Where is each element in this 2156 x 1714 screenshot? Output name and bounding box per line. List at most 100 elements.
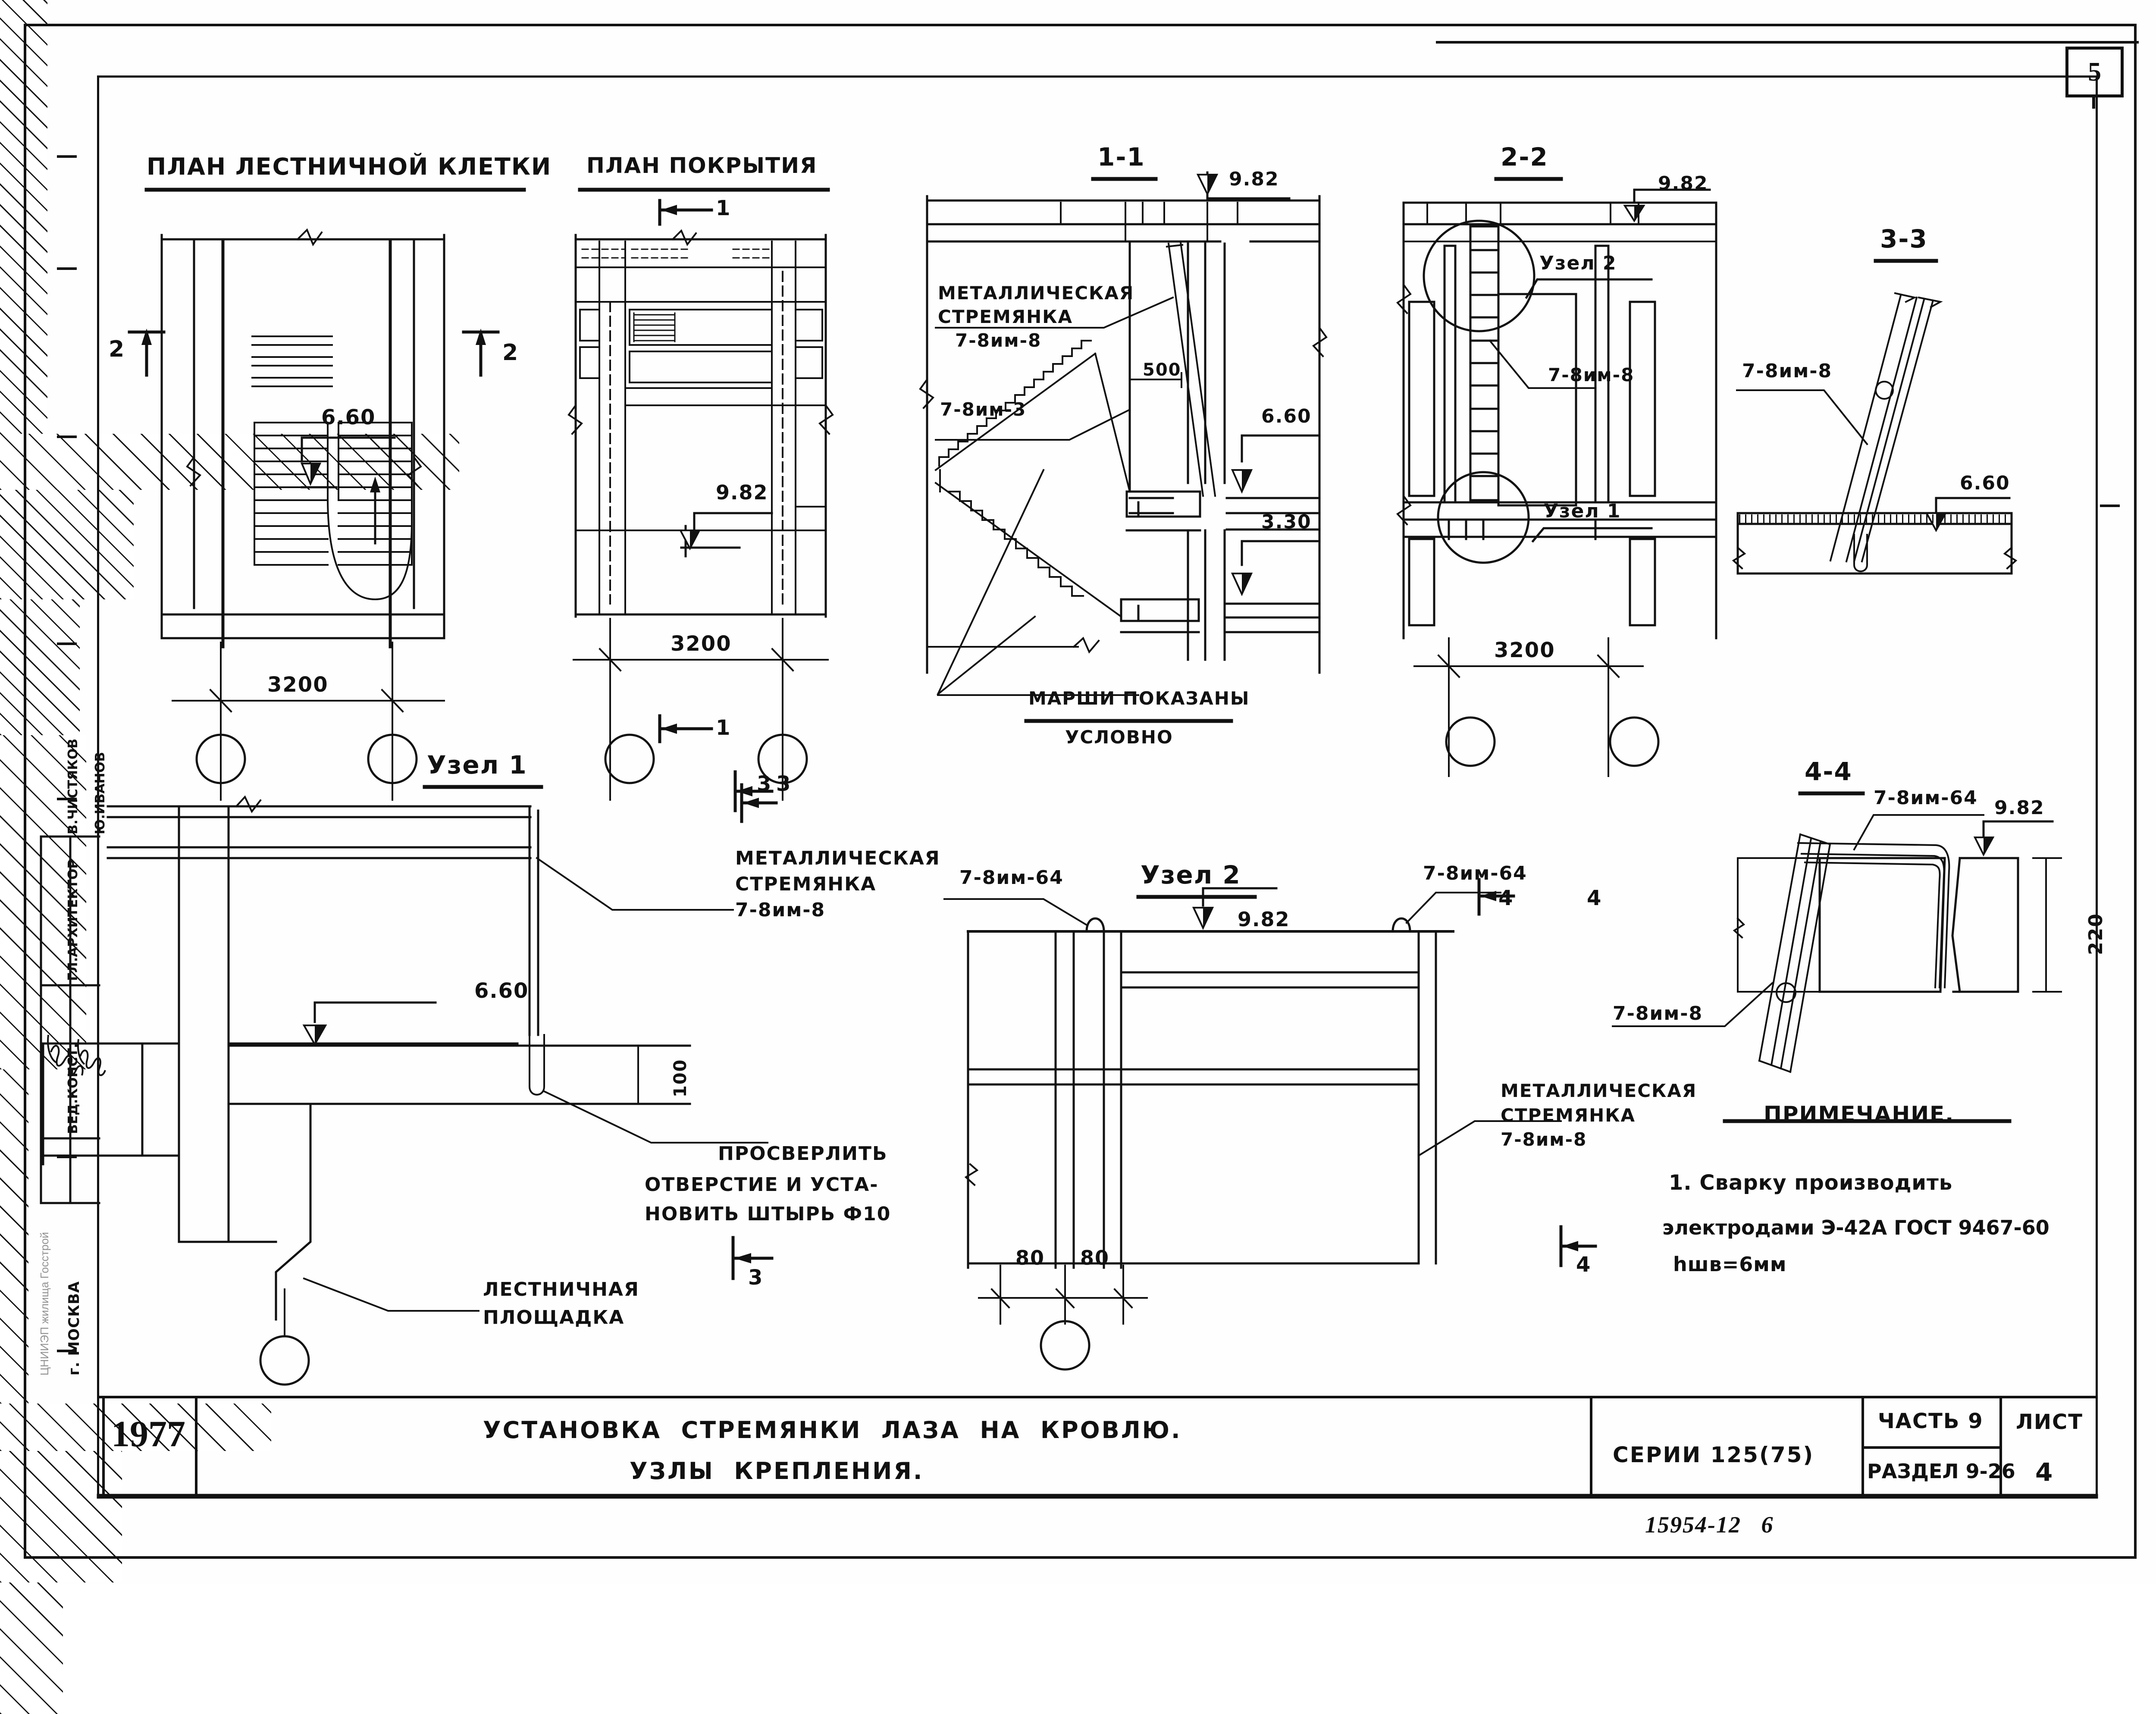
page-tick <box>2092 97 2095 109</box>
label-mark-78im8-n2: 7-8им-8 <box>1501 1129 1587 1150</box>
section-mark-3-roof: 3 <box>776 772 792 796</box>
label-drill-line1: ПРОСВЕРЛИТЬ <box>718 1143 888 1165</box>
elevation-660-n1: 6.60 <box>474 979 529 1003</box>
view-title-section-3-3: 3-3 <box>1880 224 1928 254</box>
edge-tick <box>57 155 77 158</box>
elevation-660-s33: 6.60 <box>1960 472 2010 494</box>
dim-100: 100 <box>671 1059 690 1098</box>
dim-80-a: 80 <box>1015 1246 1045 1269</box>
stamp-role-constructor: ВЕД.КОНСТ. <box>66 1043 81 1134</box>
label-marshi-line1: МАРШИ ПОКАЗАНЫ <box>1028 688 1250 709</box>
label-drill-line2: ОТВЕРСТИЕ И УСТА- <box>645 1174 879 1196</box>
title-block-year: 1977 <box>111 1413 185 1454</box>
dim-220: 220 <box>2085 913 2107 955</box>
edge-tick <box>57 436 77 438</box>
view-title-plan-roof: ПЛАН ПОКРЫТИЯ <box>586 153 818 178</box>
section-mark-4-n2-top: 4 <box>1498 886 1514 910</box>
section-mark-2-right: 2 <box>502 340 519 366</box>
label-landing-line1: ЛЕСТНИЧНАЯ <box>483 1278 639 1300</box>
edge-tick <box>57 267 77 270</box>
slab-hatch <box>0 599 80 735</box>
panel-hatch <box>0 1451 122 1582</box>
dim-500: 500 <box>1143 360 1181 380</box>
elevation-982-section22: 9.82 <box>1658 172 1708 194</box>
title-block-part: ЧАСТЬ 9 <box>1878 1409 1984 1433</box>
dim-80-b: 80 <box>1080 1246 1110 1269</box>
label-metal-ladder-line2: СТРЕМЯНКА <box>938 306 1073 327</box>
view-title-section-1-1: 1-1 <box>1097 142 1145 172</box>
notes-line-1: 1. Сварку производить <box>1669 1171 1953 1195</box>
label-mark-78im8-n1: 7-8им-8 <box>735 899 826 921</box>
label-landing-line2: ПЛОЩАДКА <box>483 1307 625 1329</box>
title-block-section: РАЗДЕЛ 9-26 <box>1867 1460 2015 1483</box>
stamp-name-constructor: Ю.ИВАНОВ <box>93 752 108 834</box>
section-mark-3-n1-top: 3 <box>757 772 772 796</box>
title-block-sheet-label: ЛИСТ <box>2016 1410 2084 1434</box>
view-title-plan-stair: ПЛАН ЛЕСТНИЧНОЙ КЛЕТКИ <box>147 153 552 180</box>
label-mark-78im3: 7-8им-3 <box>940 399 1027 420</box>
notes-line-2: электродами Э-42А ГОСТ 9467-60 <box>1662 1216 2049 1239</box>
section-mark-3-n1-bottom: 3 <box>748 1266 764 1290</box>
page-number: 5 <box>2088 57 2101 87</box>
edge-tick <box>57 798 77 800</box>
top-rule <box>1436 41 2139 44</box>
label-mark-78im8-s22: 7-8им-8 <box>1548 364 1635 385</box>
bottom-code: 15954-12 6 <box>1645 1512 1774 1538</box>
label-metal-ladder-n1-line2: СТРЕМЯНКА <box>735 873 877 895</box>
edge-tick <box>57 642 77 645</box>
wall-hatch <box>0 490 134 599</box>
elevation-982-n2: 9.82 <box>1238 908 1290 931</box>
label-metal-ladder-line1: МЕТАЛЛИЧЕСКАЯ <box>938 282 1134 304</box>
section-mark-4-n2-bottom: 4 <box>1576 1253 1592 1277</box>
label-marshi-line2: УСЛОВНО <box>1065 727 1173 748</box>
label-mark-78im64-n2-left: 7-8им-64 <box>959 867 1064 889</box>
dim-3200-section22: 3200 <box>1494 638 1555 662</box>
section-mark-2-left: 2 <box>109 336 125 362</box>
elevation-660: 6.60 <box>1261 405 1312 427</box>
title-block-title-line1: УСТАНОВКА СТРЕМЯНКИ ЛАЗА НА КРОВЛЮ. <box>483 1416 1182 1444</box>
notes-line-3: hшв=6мм <box>1673 1253 1787 1276</box>
edge-tick <box>2100 504 2120 507</box>
label-metal-ladder-n2-line1: МЕТАЛЛИЧЕСКАЯ <box>1501 1080 1697 1101</box>
slab-hatch <box>0 735 86 1069</box>
stamp-name-architect: В.ЧИСТЯКОВ <box>66 738 81 834</box>
section-mark-1-top: 1 <box>716 196 731 220</box>
dim-3200-plan-roof: 3200 <box>671 632 732 656</box>
dim-3200-plan-stair: 3200 <box>267 673 329 697</box>
label-metal-ladder-n2-line2: СТРЕМЯНКА <box>1501 1105 1636 1126</box>
screed-hatch <box>1739 514 2010 523</box>
view-title-section-2-2: 2-2 <box>1501 142 1548 172</box>
view-title-section-4-4: 4-4 <box>1805 757 1852 786</box>
stamp-city: г. МОСКВА <box>66 1281 83 1376</box>
elevation-330: 3.30 <box>1261 511 1312 533</box>
label-mark-78im64-s44: 7-8им-64 <box>1874 787 1978 809</box>
elevation-660-plan: 6.60 <box>321 405 376 429</box>
elevation-982-roof: 9.82 <box>716 481 768 504</box>
elevation-982-s44: 9.82 <box>1994 797 2045 819</box>
label-mark-78im8-s33: 7-8им-8 <box>1742 360 1833 382</box>
notes-heading: ПРИМЕЧАНИЕ. <box>1764 1102 1955 1127</box>
outer-frame <box>24 24 2137 1559</box>
label-node2-ref: Узел 2 <box>1539 252 1617 274</box>
label-mark-78im64-n2-right: 7-8им-64 <box>1423 862 1527 884</box>
title-block-series: СЕРИИ 125(75) <box>1613 1442 1814 1467</box>
view-title-node-1: Узел 1 <box>427 750 527 780</box>
elevation-982: 9.82 <box>1229 168 1279 190</box>
section-mark-1-bottom: 1 <box>716 716 731 740</box>
edge-tick <box>57 1156 77 1158</box>
label-metal-ladder-n1-line1: МЕТАЛЛИЧЕСКАЯ <box>735 847 940 869</box>
stamp-role-architect: ГЛ.АРХИТЕКТОР <box>66 859 81 981</box>
panel-hatch <box>0 1582 63 1714</box>
label-mark-78im8: 7-8им-8 <box>955 330 1042 351</box>
title-block-title-line2: УЗЛЫ КРЕПЛЕНИЯ. <box>630 1457 924 1485</box>
label-node1-ref: Узел 1 <box>1544 500 1621 522</box>
page-number-box: 5 <box>2065 47 2124 97</box>
label-drill-line3: НОВИТЬ ШТЫРЬ Ф10 <box>645 1203 891 1225</box>
label-mark-78im8-s44: 7-8им-8 <box>1613 1003 1703 1025</box>
slab-hatch <box>0 1404 271 1451</box>
stamp-institute: ЦНИИЭП жилища Госстрой <box>38 1232 51 1376</box>
edge-tick <box>57 1350 77 1352</box>
view-title-node-2: Узел 2 <box>1141 860 1241 890</box>
section-mark-4-top: 4 <box>1587 886 1602 910</box>
